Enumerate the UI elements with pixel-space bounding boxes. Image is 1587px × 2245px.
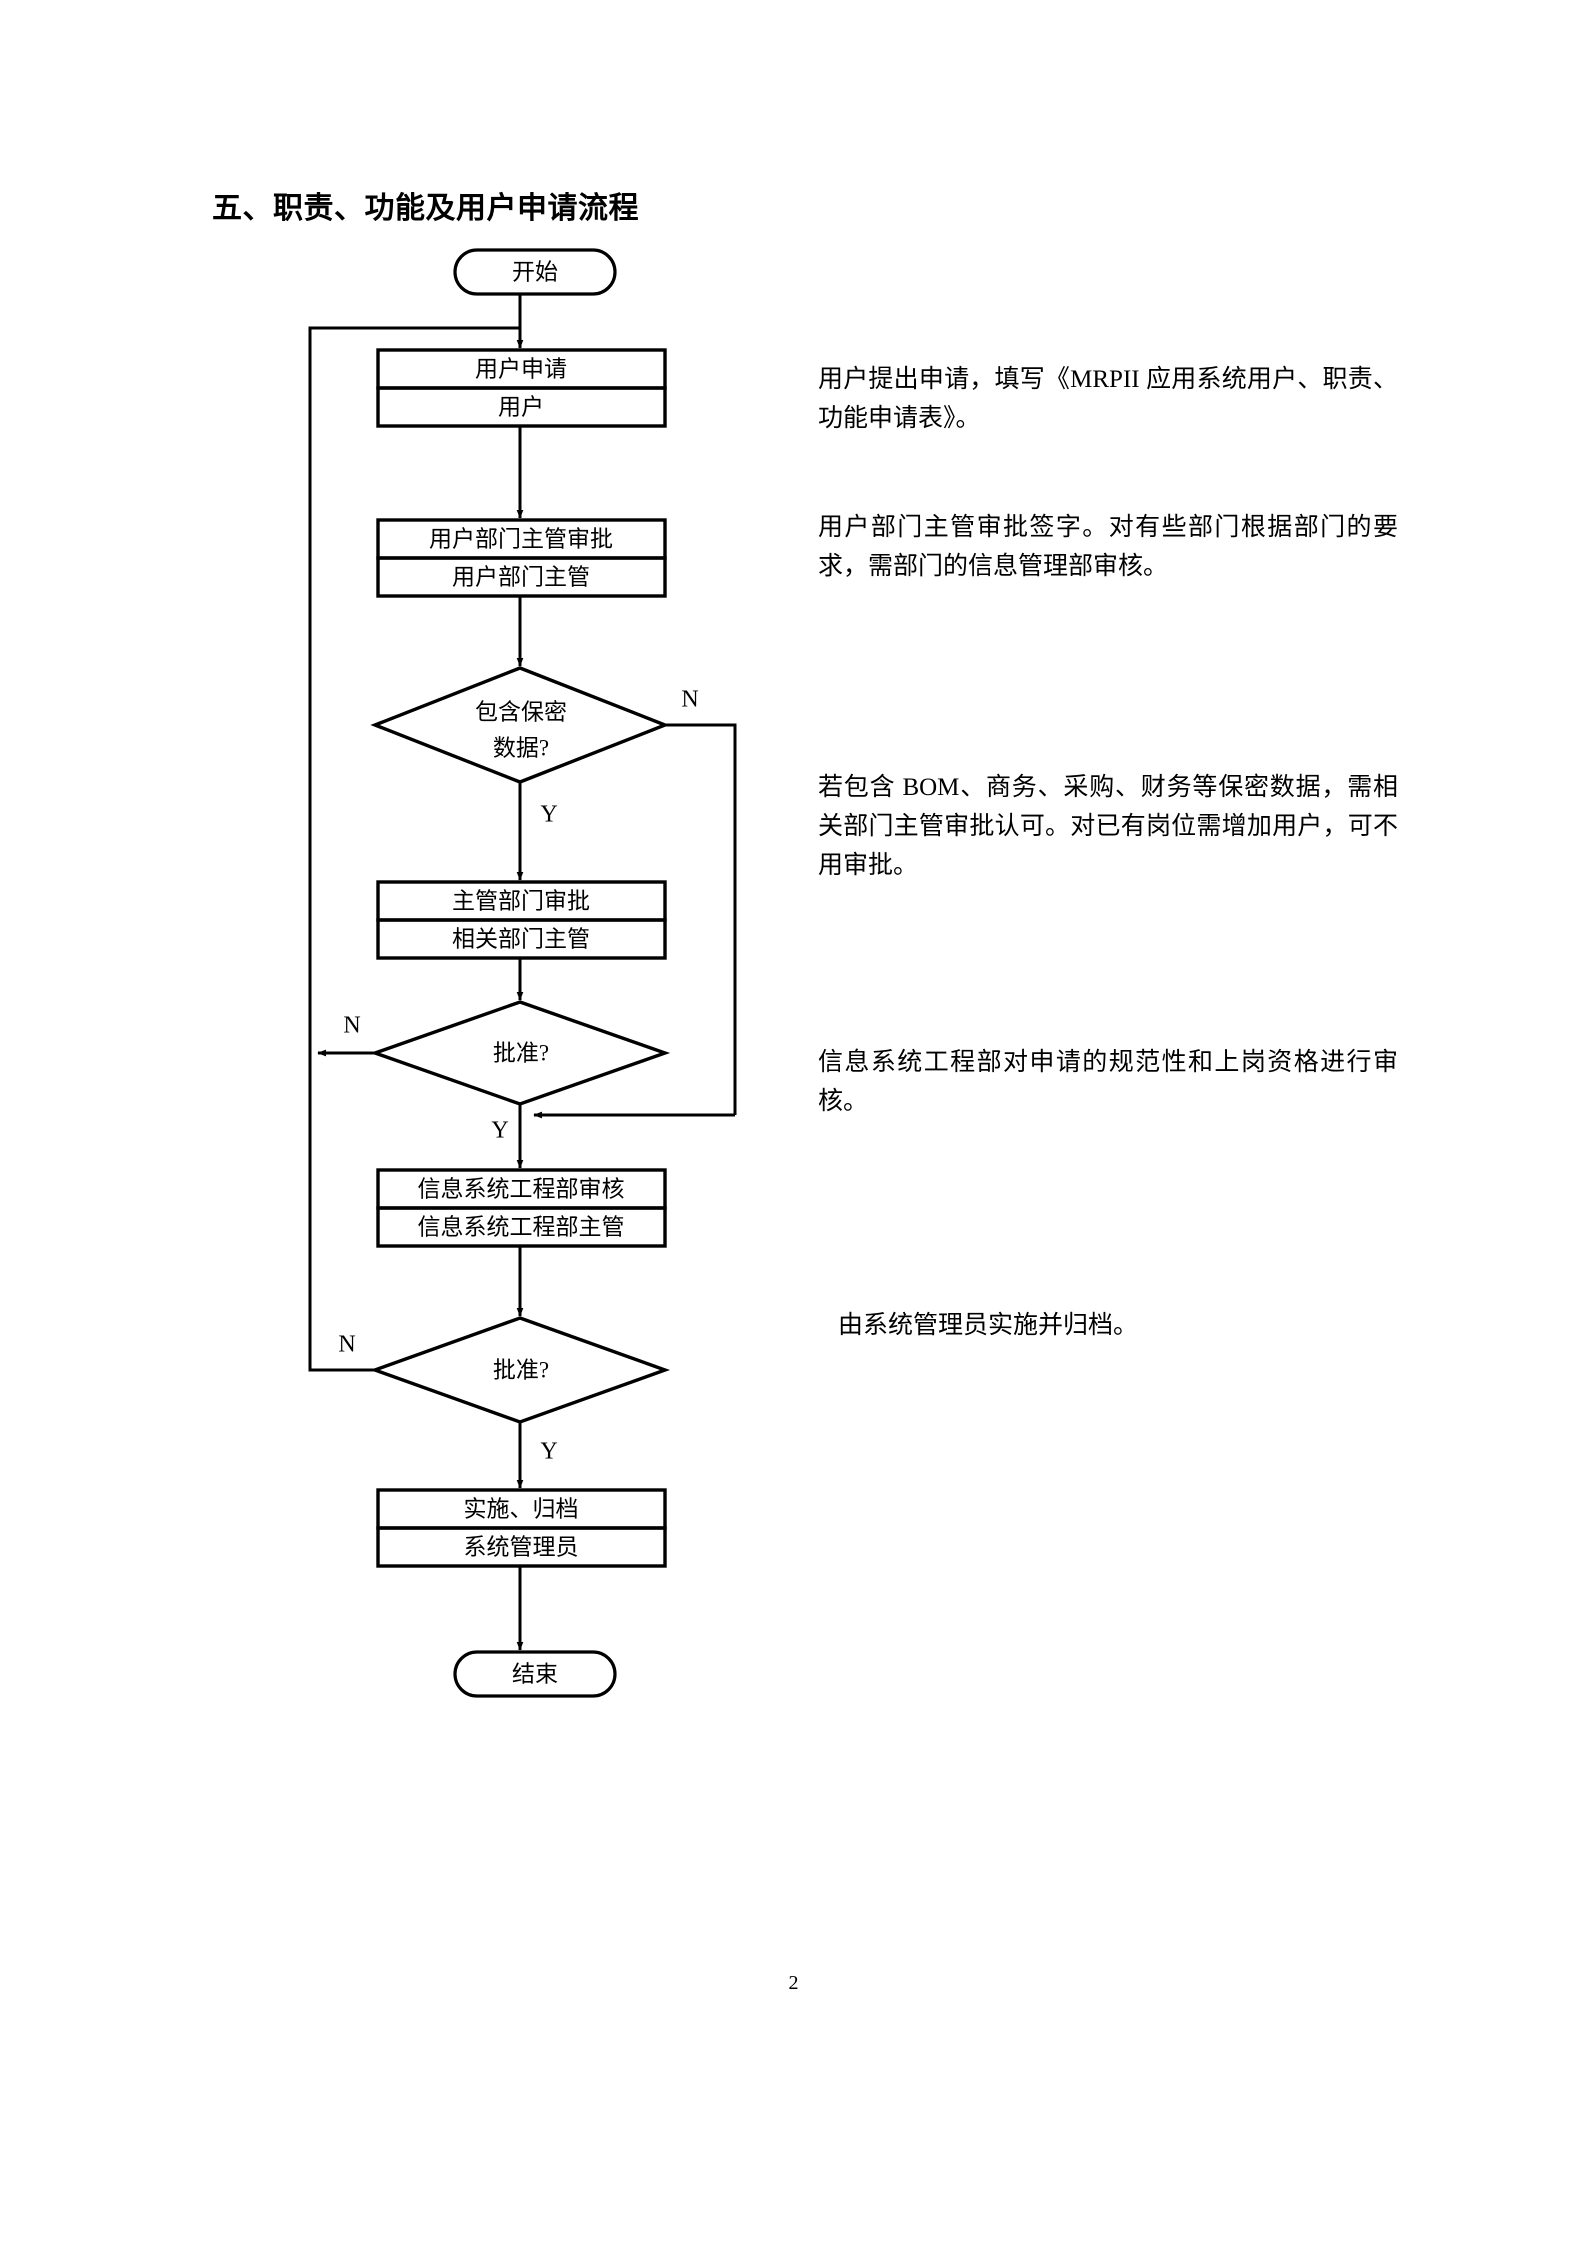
flow-node-step3-action: 主管部门审批 [452,888,590,914]
flow-node-end: 结束 [512,1661,558,1687]
flow-node-step4-action: 信息系统工程部审核 [417,1176,625,1202]
flow-node-step1-actor: 用户 [498,394,544,420]
annotation-5: 由系统管理员实施并归档。 [838,1312,1139,1339]
page-heading: 五、职责、功能及用户申请流程 [212,192,639,225]
flow-node-step3-actor: 相关部门主管 [452,926,590,952]
branch-label-decision3-no: N [338,1331,356,1358]
flow-node-step2-action: 用户部门主管审批 [429,526,613,552]
branch-label-decision2-no: N [343,1012,361,1039]
flow-decision3-label: 批准? [492,1357,550,1383]
annotation-2: 用户部门主管审批签字。对有些部门根据部门的要求，需部门的信息管理部审核。 [818,514,1398,580]
branch-label-decision1-no: N [681,686,699,713]
annotation-3: 若包含 BOM、商务、采购、财务等保密数据，需相关部门主管审批认可。对已有岗位需… [818,774,1398,879]
flow-node-step1-action: 用户申请 [475,356,567,382]
branch-label-decision3-yes: Y [540,1438,558,1465]
annotation-4: 信息系统工程部对申请的规范性和上岗资格进行审核。 [818,1049,1398,1115]
page-number: 2 [788,1972,799,1994]
flow-decision1-line1: 包含保密 [475,699,567,725]
flow-node-step4-actor: 信息系统工程部主管 [417,1214,625,1240]
flow-node-step5-action: 实施、归档 [463,1496,579,1522]
annotation-1: 用户提出申请，填写《MRPII 应用系统用户、职责、功能申请表》。 [818,366,1398,432]
branch-label-decision2-yes: Y [491,1117,509,1144]
flow-decision2-label: 批准? [492,1040,550,1066]
flow-node-step2-actor: 用户部门主管 [452,564,590,590]
branch-label-decision1-yes: Y [540,801,558,828]
flow-decision1-line2: 数据? [492,735,550,761]
flow-node-start: 开始 [512,259,558,285]
flow-node-step5-actor: 系统管理员 [463,1534,579,1560]
